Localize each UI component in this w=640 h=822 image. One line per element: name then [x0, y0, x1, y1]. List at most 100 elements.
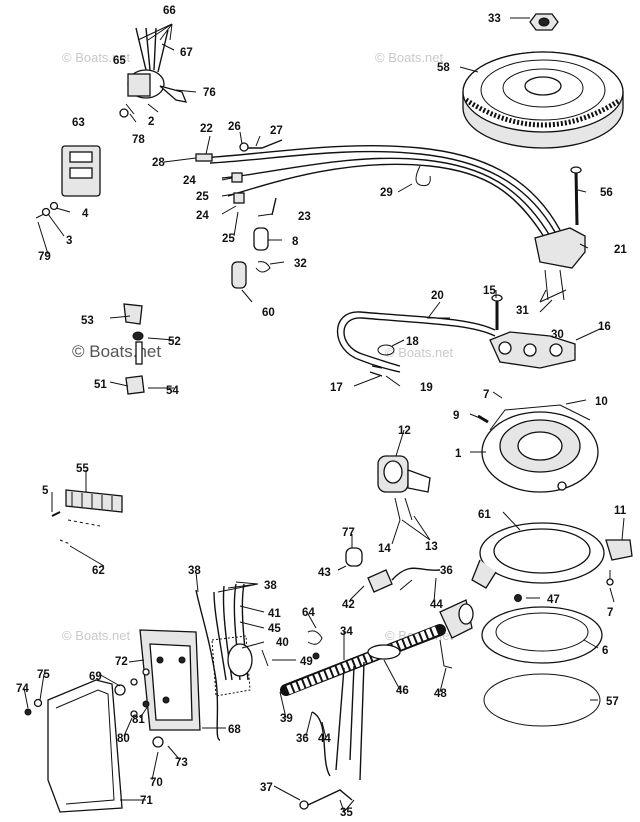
main-harness [280, 624, 446, 810]
callout-label: 19 [420, 382, 433, 394]
callout-label: 23 [298, 211, 311, 223]
callout-label: 25 [196, 191, 209, 203]
callout-label: 3 [66, 235, 72, 247]
stator-harness [195, 139, 561, 241]
callout-label: 36 [440, 565, 453, 577]
callout-label: 21 [614, 244, 627, 256]
callout-label: 44 [430, 599, 443, 611]
callout-label: 72 [115, 656, 128, 668]
callout-label: 47 [547, 594, 560, 606]
callout-label: 25 [222, 233, 235, 245]
callout-label: 75 [37, 669, 50, 681]
callout-label: 41 [268, 608, 281, 620]
callout-label: 80 [117, 733, 130, 745]
callout-label: 32 [294, 258, 307, 270]
stator [471, 522, 605, 589]
callout-label: 46 [396, 685, 409, 697]
terminal-strip [51, 489, 123, 545]
callout-label: 43 [318, 567, 331, 579]
callout-label: 58 [437, 62, 450, 74]
callout-label: 76 [203, 87, 216, 99]
callout-label: 71 [140, 795, 153, 807]
callout-label: 54 [166, 385, 179, 397]
callouts: 33 58 66 67 65 76 2 78 63 22 26 27 28 24… [16, 5, 627, 819]
callout-label: 33 [488, 13, 501, 25]
callout-label: 11 [614, 505, 627, 517]
callout-label: 40 [276, 637, 289, 649]
callout-label: 30 [551, 329, 564, 341]
callout-label: 34 [340, 626, 353, 638]
callout-label: 12 [398, 425, 411, 437]
watermarks: © Boats.net © Boats.net © Boats.net © Bo… [62, 50, 454, 643]
callout-label: 48 [434, 688, 447, 700]
callout-label: 65 [113, 55, 126, 67]
watermark-text: © Boats.net [62, 628, 131, 643]
callout-label: 69 [89, 671, 102, 683]
flywheel-nut [529, 13, 559, 31]
spark-plug-boots [123, 303, 145, 395]
callout-label: 8 [292, 236, 299, 248]
watermark-text: © Boats.net [72, 342, 161, 361]
solenoid [119, 27, 188, 118]
callout-label: 57 [606, 696, 619, 708]
clamp-64 [307, 630, 323, 660]
callout-label: 68 [228, 724, 241, 736]
callout-label: 45 [268, 623, 281, 635]
callout-label: 67 [180, 47, 193, 59]
callout-label: 4 [82, 208, 89, 220]
switch-harness [195, 583, 269, 741]
callout-label: 51 [94, 379, 107, 391]
callout-label: 18 [406, 336, 419, 348]
callout-label: 44 [318, 733, 331, 745]
callout-label: 10 [595, 396, 608, 408]
callout-label: 38 [188, 565, 201, 577]
callout-label: 79 [38, 251, 51, 263]
callout-label: 9 [453, 410, 459, 422]
callout-label: 17 [330, 382, 343, 394]
callout-label: 1 [455, 448, 462, 460]
callout-label: 64 [302, 607, 315, 619]
timer-bracket [534, 166, 586, 301]
ring-6 [481, 594, 603, 664]
callout-label: 24 [183, 175, 196, 187]
callout-label: 14 [378, 543, 391, 555]
callout-label: 24 [196, 210, 209, 222]
callout-label: 53 [81, 315, 94, 327]
callout-label: 37 [260, 782, 273, 794]
callout-label: 66 [163, 5, 176, 17]
callout-label: 39 [280, 713, 293, 725]
watermark-text: © Boats.net [385, 345, 454, 360]
regulator [345, 547, 441, 593]
callout-label: 61 [478, 509, 491, 521]
callout-label: 5 [42, 485, 49, 497]
screws-lower-left [114, 668, 164, 748]
callout-label: 49 [300, 656, 313, 668]
clip-57 [483, 673, 601, 727]
callout-label: 77 [342, 527, 355, 539]
callout-label: 55 [76, 463, 89, 475]
callout-label: 13 [425, 541, 438, 553]
callout-label: 2 [148, 116, 154, 128]
callout-label: 7 [483, 389, 489, 401]
callout-label: 74 [16, 683, 29, 695]
plug-48 [439, 599, 474, 669]
flywheel [462, 51, 624, 149]
callout-label: 38 [264, 580, 277, 592]
cover-71 [24, 679, 123, 813]
callout-label: 52 [168, 336, 181, 348]
callout-label: 28 [152, 157, 165, 169]
callout-label: 35 [340, 807, 353, 819]
sensor [489, 294, 576, 369]
ignition-coil [377, 455, 431, 521]
callout-label: 22 [200, 123, 213, 135]
watermark-text: © Boats.net [375, 50, 444, 65]
callout-label: 36 [296, 733, 309, 745]
watermark-text: © Boats.net [62, 50, 131, 65]
callout-label: 42 [342, 599, 355, 611]
callout-label: 6 [602, 645, 608, 657]
callout-label: 63 [72, 117, 85, 129]
switch-box [139, 629, 201, 731]
timer-plate [477, 404, 599, 493]
connectors [231, 227, 271, 289]
